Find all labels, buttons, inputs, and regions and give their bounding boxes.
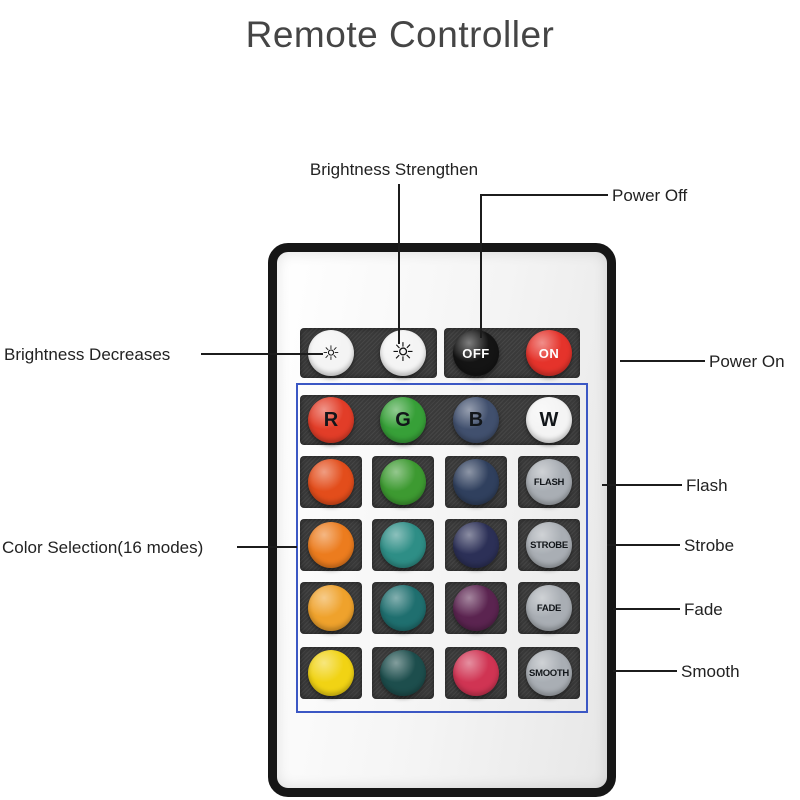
- label-brightness-decreases: Brightness Decreases: [4, 345, 171, 364]
- power-on-button[interactable]: ON: [526, 330, 572, 376]
- color-button-r4c1[interactable]: [308, 650, 354, 696]
- color-button-r3c1[interactable]: [308, 585, 354, 631]
- callout-line-smooth: [613, 670, 677, 672]
- callout-line-power-on: [620, 360, 705, 362]
- brightness-up-button[interactable]: ☼: [380, 330, 426, 376]
- label-brightness-strengthen: Brightness Strengthen: [309, 160, 479, 179]
- callout-line-brightness-strengthen: [398, 184, 400, 344]
- fade-button-label: FADE: [536, 602, 562, 614]
- label-fade: Fade: [684, 600, 723, 619]
- callout-line-flash: [602, 484, 682, 486]
- power-on-label: ON: [538, 345, 560, 361]
- smooth-button-label: SMOOTH: [529, 667, 569, 679]
- white-button[interactable]: W: [526, 397, 572, 443]
- power-off-label: OFF: [462, 345, 490, 361]
- strobe-button-label: STROBE: [530, 539, 568, 551]
- red-button-label: R: [323, 408, 339, 431]
- blue-button-label: B: [468, 408, 484, 431]
- power-off-button[interactable]: OFF: [453, 330, 499, 376]
- flash-button-label: FLASH: [533, 476, 565, 488]
- brightness-up-icon: ☼: [391, 338, 415, 368]
- smooth-button[interactable]: SMOOTH: [526, 650, 572, 696]
- color-button-r4c3[interactable]: [453, 650, 499, 696]
- callout-line-fade: [613, 608, 680, 610]
- callout-line-power-off-h: [480, 194, 608, 196]
- callout-line-strobe: [607, 544, 680, 546]
- label-flash: Flash: [686, 476, 728, 495]
- color-button-r4c2[interactable]: [380, 650, 426, 696]
- callout-line-color-selection: [237, 546, 297, 548]
- label-power-on: Power On: [709, 352, 785, 371]
- color-button-r3c3[interactable]: [453, 585, 499, 631]
- remote-controller: ☼ ☼ OFF ON R G B W FLASH: [268, 243, 616, 797]
- color-button-r2c3[interactable]: [453, 522, 499, 568]
- label-power-off: Power Off: [612, 186, 688, 205]
- brightness-down-icon: ☼: [322, 341, 340, 365]
- color-button-r3c2[interactable]: [380, 585, 426, 631]
- fade-button[interactable]: FADE: [526, 585, 572, 631]
- callout-line-power-off-v: [480, 194, 482, 338]
- label-strobe: Strobe: [684, 536, 735, 555]
- color-button-r2c1[interactable]: [308, 522, 354, 568]
- blue-button[interactable]: B: [453, 397, 499, 443]
- green-button-label: G: [395, 408, 411, 431]
- color-button-r1c3[interactable]: [453, 459, 499, 505]
- color-button-r1c1[interactable]: [308, 459, 354, 505]
- page-title: Remote Controller: [245, 14, 555, 55]
- white-button-label: W: [539, 408, 559, 431]
- color-button-r1c2[interactable]: [380, 459, 426, 505]
- green-button[interactable]: G: [380, 397, 426, 443]
- flash-button[interactable]: FLASH: [526, 459, 572, 505]
- color-button-r2c2[interactable]: [380, 522, 426, 568]
- red-button[interactable]: R: [308, 397, 354, 443]
- label-color-selection: Color Selection(16 modes): [2, 538, 204, 557]
- callout-line-brightness-decreases: [201, 353, 323, 355]
- strobe-button[interactable]: STROBE: [526, 522, 572, 568]
- label-smooth: Smooth: [681, 662, 740, 681]
